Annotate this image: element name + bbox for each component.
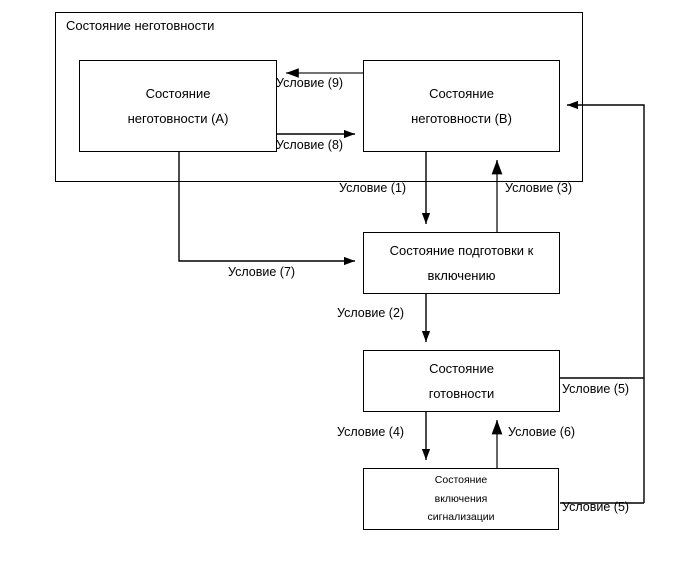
node-state-ready[interactable]: Состояние готовности xyxy=(363,350,560,412)
node-state-prepare[interactable]: Состояние подготовки к включению xyxy=(363,232,560,294)
node-state-alarm-line-1: Состояние xyxy=(434,474,488,487)
node-state-alarm[interactable]: Состояние включения сигнализации xyxy=(363,468,559,530)
edge-label-cond-6: Условие (6) xyxy=(508,425,576,439)
node-state-a[interactable]: Состояние неготовности (А) xyxy=(79,60,277,152)
edge-label-cond-1: Условие (1) xyxy=(339,181,407,195)
node-state-b-line-1: Состояние xyxy=(429,85,494,101)
node-state-alarm-line-2: включения xyxy=(434,492,488,505)
edge-label-cond-4: Условие (4) xyxy=(337,425,405,439)
edge-label-cond-9: Условие (9) xyxy=(276,76,344,90)
edge-label-cond-3: Условие (3) xyxy=(505,181,573,195)
node-state-b[interactable]: Состояние неготовности (В) xyxy=(363,60,560,152)
edge-label-cond-8: Условие (8) xyxy=(276,138,344,152)
group-unready-state xyxy=(55,12,583,182)
edge-label-cond-5-top: Условие (5) xyxy=(562,382,630,396)
node-state-a-line-1: Состояние xyxy=(145,85,211,101)
group-title-line-2: неготовности xyxy=(134,18,215,33)
edge-label-cond-5-bottom: Условие (5) xyxy=(562,500,630,514)
node-state-prepare-line-1: Состояние подготовки к xyxy=(389,242,534,258)
edge-cond-7 xyxy=(178,152,355,266)
group-title-line-1: Состояние xyxy=(66,18,131,33)
group-unready-title: Состояние неготовности xyxy=(66,14,214,38)
edge-return-bus xyxy=(567,100,645,503)
node-state-ready-line-2: готовности xyxy=(428,386,495,401)
node-state-a-line-2: неготовности (А) xyxy=(127,111,229,126)
node-state-ready-line-1: Состояние xyxy=(429,360,494,376)
node-state-prepare-line-2: включению xyxy=(427,268,496,283)
node-state-b-line-2: неготовности (В) xyxy=(411,111,512,126)
edge-label-cond-7: Условие (7) xyxy=(228,265,296,279)
edge-label-cond-2: Условие (2) xyxy=(337,306,405,320)
node-state-alarm-line-3: сигнализации xyxy=(427,511,495,524)
